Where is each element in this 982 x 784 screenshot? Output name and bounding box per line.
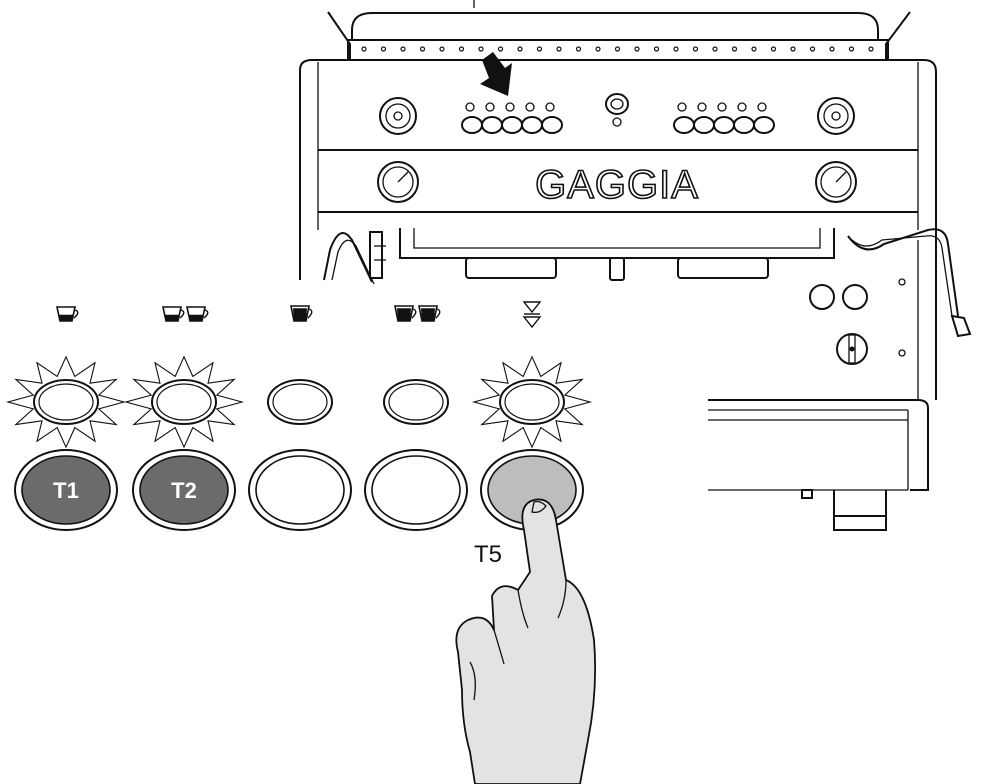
hot-water-button-icon bbox=[605, 93, 629, 127]
button-t1[interactable]: T1 bbox=[14, 449, 118, 531]
pressed-button-label: T5 bbox=[474, 541, 502, 568]
right-pressure-gauge bbox=[815, 161, 857, 203]
led-t4 bbox=[383, 379, 449, 425]
left-steam-wand bbox=[323, 231, 386, 285]
machine-body: GAGGIA bbox=[299, 59, 937, 280]
cup-icon-row bbox=[56, 301, 542, 329]
two-short-coffees-icon bbox=[162, 306, 209, 322]
right-steam-wand bbox=[847, 228, 972, 338]
led-t1 bbox=[5, 355, 127, 449]
brand-logo: GAGGIA bbox=[535, 163, 699, 207]
continuous-dispensing-icon bbox=[522, 301, 542, 329]
one-long-coffee-icon bbox=[290, 305, 313, 322]
right-side-panel bbox=[809, 240, 937, 400]
button-t4[interactable] bbox=[364, 449, 468, 531]
left-keypad bbox=[461, 102, 563, 134]
button-t2-label: T2 bbox=[171, 478, 197, 503]
hand-pointer-icon bbox=[455, 498, 597, 784]
cup-warmer-tray bbox=[327, 0, 911, 61]
one-short-coffee-icon bbox=[56, 306, 79, 322]
left-steam-knob bbox=[379, 97, 417, 135]
led-t2 bbox=[123, 355, 245, 449]
button-t3[interactable] bbox=[248, 449, 352, 531]
led-indicator-row bbox=[5, 355, 593, 449]
left-pressure-gauge bbox=[377, 161, 419, 203]
button-t1-label: T1 bbox=[53, 478, 79, 503]
led-t5 bbox=[471, 355, 593, 449]
dispensing-button-row[interactable]: T1 T2 bbox=[14, 449, 584, 531]
machine-illustration: GAGGIA bbox=[299, 0, 972, 531]
group-head-area bbox=[299, 228, 835, 281]
arrow-down-icon bbox=[480, 52, 512, 96]
button-t2[interactable]: T2 bbox=[132, 449, 236, 531]
right-steam-knob bbox=[817, 97, 855, 135]
two-long-coffees-icon bbox=[394, 305, 441, 322]
led-t3 bbox=[267, 379, 333, 425]
tray-dots bbox=[361, 46, 874, 52]
drip-tray bbox=[708, 399, 929, 531]
right-keypad bbox=[673, 102, 775, 134]
